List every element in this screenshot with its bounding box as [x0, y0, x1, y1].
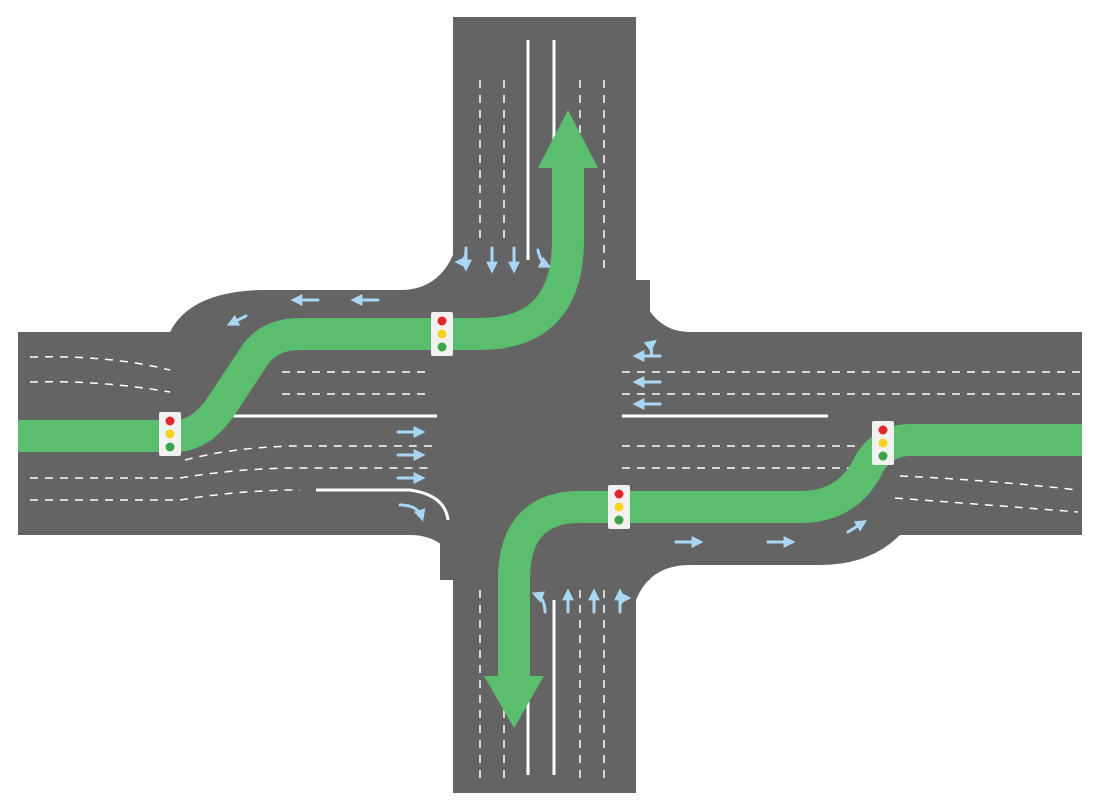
lane-arrows	[226, 246, 868, 614]
lane-arrow	[226, 314, 248, 326]
west-entry-signal	[159, 412, 181, 456]
south-approach-signal	[608, 485, 630, 529]
signal-red-lamp	[878, 425, 888, 435]
signal-yellow-lamp	[614, 502, 624, 512]
signal-red-lamp	[437, 316, 447, 326]
lane-arrow	[643, 339, 657, 358]
west-dashed-line	[30, 467, 432, 479]
east-dashed-line	[899, 475, 1079, 491]
signal-green-lamp	[165, 442, 175, 452]
north-approach-signal	[431, 312, 453, 356]
westbound-bay-arrows	[226, 294, 380, 326]
west-to-north-route	[18, 160, 584, 452]
traffic-lights	[159, 312, 894, 529]
west-right-turn-solid	[316, 488, 450, 521]
west-dashed-line	[29, 380, 171, 393]
lane-arrow	[398, 503, 426, 522]
west-dashed-line	[29, 356, 171, 371]
east-approach-lane-arrows	[632, 339, 662, 410]
lane-arrow	[536, 248, 552, 268]
lane-arrow	[531, 591, 547, 614]
east-dashed-line	[894, 497, 1079, 513]
route-arrowheads	[484, 110, 598, 728]
signal-yellow-lamp	[437, 329, 447, 339]
south-arrowhead	[484, 676, 544, 728]
signal-red-lamp	[614, 489, 624, 499]
lane-arrow	[846, 520, 868, 534]
eastbound-bay-arrows	[674, 520, 868, 548]
west-approach-lane-arrows	[396, 426, 426, 522]
roads	[18, 17, 1082, 793]
east-entry-signal	[872, 421, 894, 465]
signal-green-lamp	[614, 515, 624, 525]
lane-arrow	[454, 248, 468, 268]
signal-green-lamp	[437, 342, 447, 352]
south-approach-lane-arrows	[531, 588, 632, 614]
signal-green-lamp	[878, 451, 888, 461]
lane-arrow	[618, 592, 632, 606]
signal-yellow-lamp	[878, 438, 888, 448]
signal-red-lamp	[165, 416, 175, 426]
signal-yellow-lamp	[165, 429, 175, 439]
west-dashed-line	[30, 489, 301, 501]
north-approach-lane-arrows	[454, 246, 552, 274]
north-arrowhead	[538, 110, 598, 168]
